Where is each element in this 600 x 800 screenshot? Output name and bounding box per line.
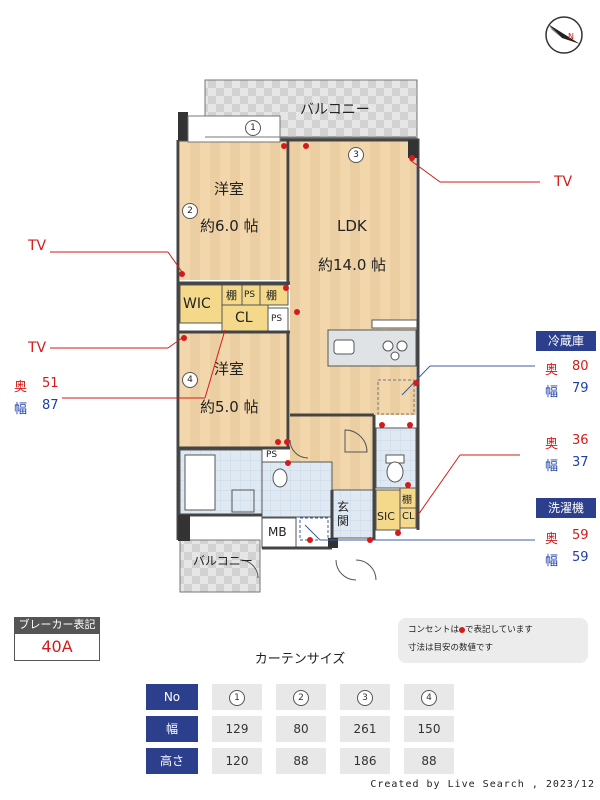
fridge-width-value: 79 xyxy=(572,381,589,396)
sic-width-label: 幅 xyxy=(545,459,559,474)
western-room-2 xyxy=(180,333,288,448)
washer-depth-label: 奥 xyxy=(545,532,559,547)
ps-label-2: PS xyxy=(271,314,283,324)
window-marker-1: 1 xyxy=(245,120,261,136)
curtain-header-2: 2 xyxy=(276,684,326,710)
credit-text: Created by Live Search , 2023/12 xyxy=(370,779,595,790)
sic-width-value: 37 xyxy=(572,455,589,470)
entrance-area xyxy=(331,489,375,539)
bed-width-value: 87 xyxy=(42,398,59,413)
fridge-space xyxy=(377,379,415,415)
curtain-width-label: 幅 xyxy=(146,716,198,742)
tv-label-left-2: TV xyxy=(28,340,47,356)
washer-width-label: 幅 xyxy=(545,554,559,569)
fridge-depth-value: 80 xyxy=(572,359,589,374)
curtain-header-1: 1 xyxy=(212,684,262,710)
ps-label-1: PS xyxy=(244,290,256,300)
breaker-title: ブレーカー表記 xyxy=(14,617,100,633)
sic-depth-value: 36 xyxy=(572,433,589,448)
curtain-height-4: 88 xyxy=(404,748,454,774)
curtain-header-no: No xyxy=(146,684,198,710)
window-marker-3: 3 xyxy=(348,147,364,163)
cl-label-2: CL xyxy=(402,511,415,522)
curtain-title: カーテンサイズ xyxy=(254,652,346,667)
washer-width-value: 59 xyxy=(572,550,589,565)
window-marker-4: 4 xyxy=(182,372,198,388)
shelf-label-3: 棚 xyxy=(402,495,412,506)
legend-note: コンセントはで表記しています 寸法は目安の数値です xyxy=(398,618,588,663)
balcony-bottom-label: バルコニー xyxy=(193,554,253,568)
wic-label: WIC xyxy=(183,296,211,312)
ps-label-3: PS xyxy=(266,450,278,460)
curtain-height-1: 120 xyxy=(212,748,262,774)
outlet-dot-icon xyxy=(459,626,466,633)
western-room-2-size: 約5.0 帖 xyxy=(200,398,259,416)
curtain-height-label: 高さ xyxy=(146,748,198,774)
note-line2: 寸法は目安の数値です xyxy=(408,643,494,653)
compass-n-label: N xyxy=(568,32,574,41)
fridge-title: 冷蔵庫 xyxy=(536,331,596,351)
wic-area xyxy=(179,284,223,324)
note-line1-pre: コンセントは xyxy=(408,625,460,635)
bed-depth-value: 51 xyxy=(42,376,59,391)
curtain-height-3: 186 xyxy=(340,748,390,774)
balcony-top-label: バルコニー xyxy=(300,102,370,118)
washer-title: 洗濯機 xyxy=(536,498,596,518)
western-room-1-size: 約6.0 帖 xyxy=(200,217,259,235)
ldk-name: LDK xyxy=(337,217,367,235)
tv-label-left-1: TV xyxy=(28,238,47,254)
balcony-bottom-area xyxy=(179,539,261,593)
western-room-2-name: 洋室 xyxy=(214,360,245,378)
cl-label-1: CL xyxy=(235,310,253,326)
bed-width-label: 幅 xyxy=(14,402,28,417)
note-line1-post: で表記しています xyxy=(465,625,533,635)
bed-depth-label: 奥 xyxy=(14,380,28,395)
curtain-width-4: 150 xyxy=(404,716,454,742)
shelf-label-1: 棚 xyxy=(226,289,237,302)
tv-label-right: TV xyxy=(554,174,573,190)
window-marker-2: 2 xyxy=(182,203,198,219)
compass-icon xyxy=(545,16,583,54)
curtain-width-3: 261 xyxy=(340,716,390,742)
sic-label: SIC xyxy=(377,510,395,523)
ldk-area xyxy=(290,140,416,415)
entrance-label: 玄 関 xyxy=(337,500,350,528)
breaker-value: 40A xyxy=(14,633,100,661)
curtain-header-4: 4 xyxy=(404,684,454,710)
curtain-header-3: 3 xyxy=(340,684,390,710)
ldk-size: 約14.0 帖 xyxy=(318,256,387,274)
washer-depth-value: 59 xyxy=(572,528,589,543)
western-room-1 xyxy=(180,140,288,280)
western-room-1-name: 洋室 xyxy=(214,180,245,198)
curtain-width-1: 129 xyxy=(212,716,262,742)
fridge-depth-label: 奥 xyxy=(545,363,559,378)
curtain-width-2: 80 xyxy=(276,716,326,742)
mb-area xyxy=(261,517,297,549)
sic-depth-label: 奥 xyxy=(545,437,559,452)
mb-label: MB xyxy=(268,525,287,539)
fridge-width-label: 幅 xyxy=(545,385,559,400)
curtain-height-2: 88 xyxy=(276,748,326,774)
washroom xyxy=(261,461,333,518)
shelf-label-2: 棚 xyxy=(266,289,277,302)
